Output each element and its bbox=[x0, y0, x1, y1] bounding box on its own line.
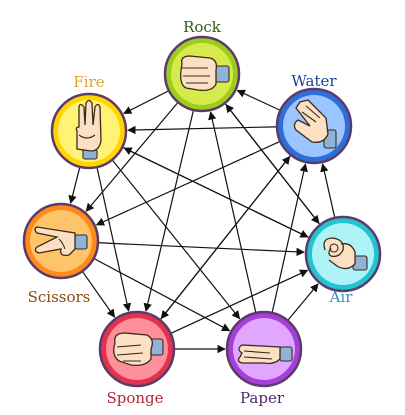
label-sponge: Sponge bbox=[106, 389, 163, 407]
arrow-water-beats-rock bbox=[236, 89, 280, 111]
arrow-rock-beats-scissors bbox=[85, 102, 178, 212]
three-fingers-icon bbox=[75, 99, 102, 160]
arrow-air-beats-rock bbox=[225, 104, 321, 225]
arrow-water-beats-scissors bbox=[95, 141, 280, 226]
label-air: Air bbox=[329, 288, 354, 306]
label-scissors: Scissors bbox=[28, 288, 91, 306]
arrow-paper-beats-air bbox=[287, 283, 319, 321]
arrow-air-beats-water bbox=[320, 163, 336, 218]
arrow-scissors-beats-paper bbox=[94, 258, 231, 332]
arrow-rock-beats-sponge bbox=[143, 110, 194, 312]
arrow-paper-beats-water bbox=[271, 163, 308, 313]
arrow-paper-beats-rock bbox=[208, 111, 257, 313]
arrow-air-beats-fire bbox=[123, 147, 310, 238]
flat-hand-icon bbox=[237, 344, 293, 365]
node-scissors: Scissors bbox=[22, 202, 100, 306]
cupped-hand-icon bbox=[293, 99, 337, 149]
arrow-sponge-beats-water bbox=[160, 155, 291, 320]
arrow-fire-beats-scissors bbox=[68, 167, 81, 205]
label-paper: Paper bbox=[240, 389, 285, 407]
arrow-sponge-beats-air bbox=[171, 269, 309, 334]
arrow-rock-beats-fire bbox=[123, 90, 169, 114]
squeeze-fist-icon bbox=[113, 332, 164, 367]
label-rock: Rock bbox=[183, 18, 222, 36]
arrow-scissors-beats-sponge bbox=[82, 271, 116, 318]
fist-icon bbox=[180, 55, 230, 92]
edges-layer bbox=[68, 89, 336, 354]
node-water: Water bbox=[275, 72, 353, 165]
arrow-water-beats-fire bbox=[127, 125, 277, 135]
two-fingers-icon bbox=[34, 226, 88, 257]
label-fire: Fire bbox=[73, 73, 104, 91]
node-air: Air bbox=[304, 215, 382, 306]
node-fire: Fire bbox=[50, 73, 128, 170]
label-water: Water bbox=[291, 72, 337, 90]
node-sponge: Sponge bbox=[98, 310, 176, 407]
arrow-fire-beats-sponge bbox=[96, 167, 132, 312]
arrow-scissors-beats-air bbox=[98, 242, 305, 257]
ok-sign-icon bbox=[323, 237, 368, 271]
node-paper: Paper bbox=[225, 310, 303, 407]
node-rock: Rock bbox=[163, 18, 241, 113]
arrow-fire-beats-paper bbox=[112, 160, 241, 320]
